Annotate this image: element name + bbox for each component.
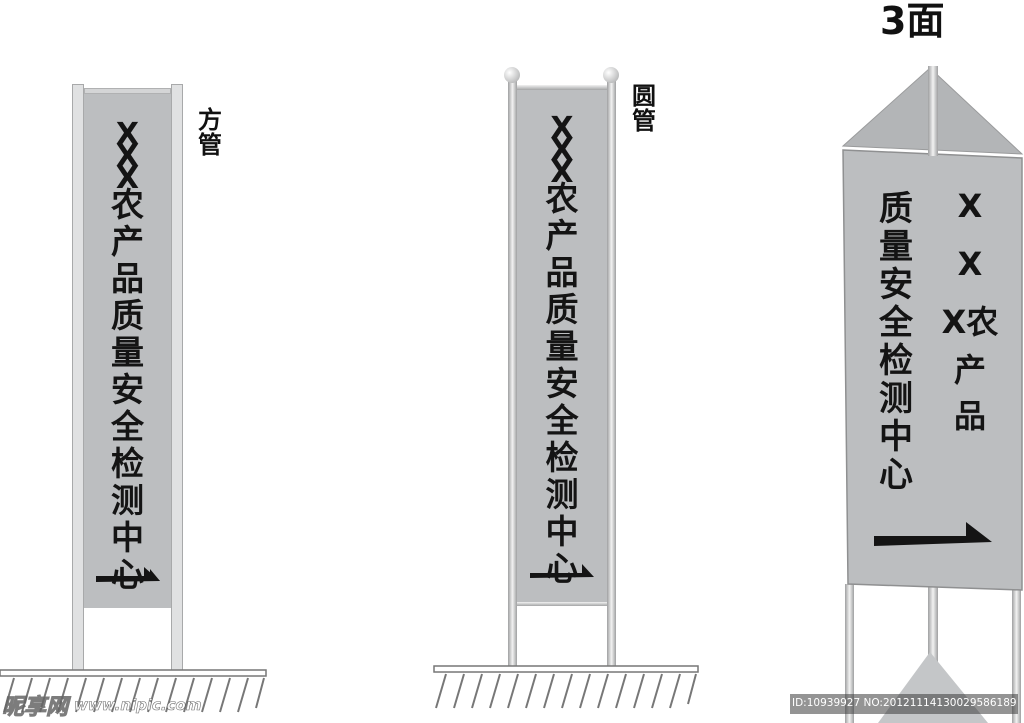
top-frame-bar bbox=[517, 85, 607, 90]
char: X农 bbox=[941, 303, 999, 341]
char: 心 bbox=[111, 555, 144, 594]
sign-column-right: X X X农 产 品 bbox=[938, 190, 1002, 444]
char: X bbox=[550, 111, 574, 146]
label-char: 方 bbox=[198, 106, 222, 134]
label-char: 圆 bbox=[632, 82, 656, 110]
watermark-logo-text: 昵享网 bbox=[1, 695, 69, 721]
char: X bbox=[957, 187, 983, 225]
right-square-pole bbox=[171, 84, 183, 672]
square-pipe-label: 方 管 bbox=[198, 106, 222, 160]
char: 量 bbox=[111, 333, 144, 372]
char: 全 bbox=[111, 407, 144, 446]
label-char: 管 bbox=[632, 107, 656, 136]
char: 质 bbox=[545, 290, 579, 329]
char: X bbox=[550, 155, 574, 190]
char: 品 bbox=[111, 259, 144, 298]
char: 品 bbox=[953, 397, 986, 435]
char: 产 bbox=[545, 216, 579, 255]
char: 中 bbox=[111, 518, 144, 557]
char: X bbox=[115, 139, 140, 174]
right-pole bbox=[1012, 590, 1021, 723]
ground-hatch bbox=[0, 669, 267, 713]
char: 产 bbox=[953, 351, 986, 389]
char: 安 bbox=[879, 265, 913, 305]
char: X bbox=[115, 161, 140, 196]
char: 中 bbox=[879, 417, 913, 457]
watermark-url: www.nipic.com bbox=[74, 696, 202, 715]
char: 质 bbox=[111, 296, 144, 335]
char: 质 bbox=[879, 189, 913, 229]
char: 全 bbox=[879, 303, 913, 343]
sign-column-left: 质 量 安 全 检 测 中 心 bbox=[866, 192, 926, 496]
char: 测 bbox=[111, 481, 144, 520]
watermark-id-bar bbox=[790, 694, 1018, 714]
sign-panel bbox=[517, 90, 607, 602]
watermark-id-text: ID:10939927 NO:20121114130029586189 bbox=[792, 697, 1017, 709]
char: 安 bbox=[111, 370, 144, 409]
left-pole bbox=[845, 584, 854, 723]
left-round-pole bbox=[508, 78, 517, 668]
char: 中 bbox=[545, 512, 579, 551]
label-char: 管 bbox=[198, 131, 222, 160]
char: 农 bbox=[545, 179, 579, 218]
right-arrow-icon bbox=[530, 564, 594, 578]
right-round-pole bbox=[607, 78, 616, 668]
ground-hatch bbox=[433, 665, 699, 709]
round-pipe-label: 圆 管 bbox=[632, 82, 656, 136]
three-sided-label: 3面 bbox=[880, 0, 945, 43]
char: 量 bbox=[545, 327, 579, 366]
char: X bbox=[957, 245, 983, 283]
char: 全 bbox=[545, 401, 579, 440]
char: 农 bbox=[111, 185, 144, 224]
top-frame-bar bbox=[84, 88, 171, 94]
sign-vertical-text: X X X 农 产 品 质 量 安 全 检 测 中 心 bbox=[517, 114, 607, 589]
char: 测 bbox=[879, 379, 913, 419]
sign-vertical-text: X X X 农 产 品 质 量 安 全 检 测 中 心 bbox=[84, 120, 171, 595]
char: 检 bbox=[545, 438, 579, 477]
char: 安 bbox=[545, 364, 579, 403]
char: 心 bbox=[879, 455, 913, 495]
left-square-pole bbox=[72, 84, 84, 672]
char: 量 bbox=[879, 227, 913, 267]
sign-panel bbox=[84, 94, 171, 608]
char: 心 bbox=[545, 549, 579, 588]
char: 品 bbox=[545, 253, 579, 292]
char: 检 bbox=[111, 444, 144, 483]
right-pole-ball bbox=[603, 67, 619, 83]
char: X bbox=[115, 117, 140, 152]
bottom-frame-bar bbox=[517, 602, 607, 606]
char: 产 bbox=[111, 222, 144, 261]
char: X bbox=[550, 133, 574, 168]
right-arrow-icon bbox=[874, 522, 992, 546]
right-arrow-icon bbox=[96, 567, 160, 582]
char: 检 bbox=[879, 341, 913, 381]
watermark-logo: 昵享网 www.nipic.com bbox=[1, 690, 202, 721]
char: 测 bbox=[545, 475, 579, 514]
left-pole-ball bbox=[504, 67, 520, 83]
center-pole-upper bbox=[928, 66, 938, 156]
